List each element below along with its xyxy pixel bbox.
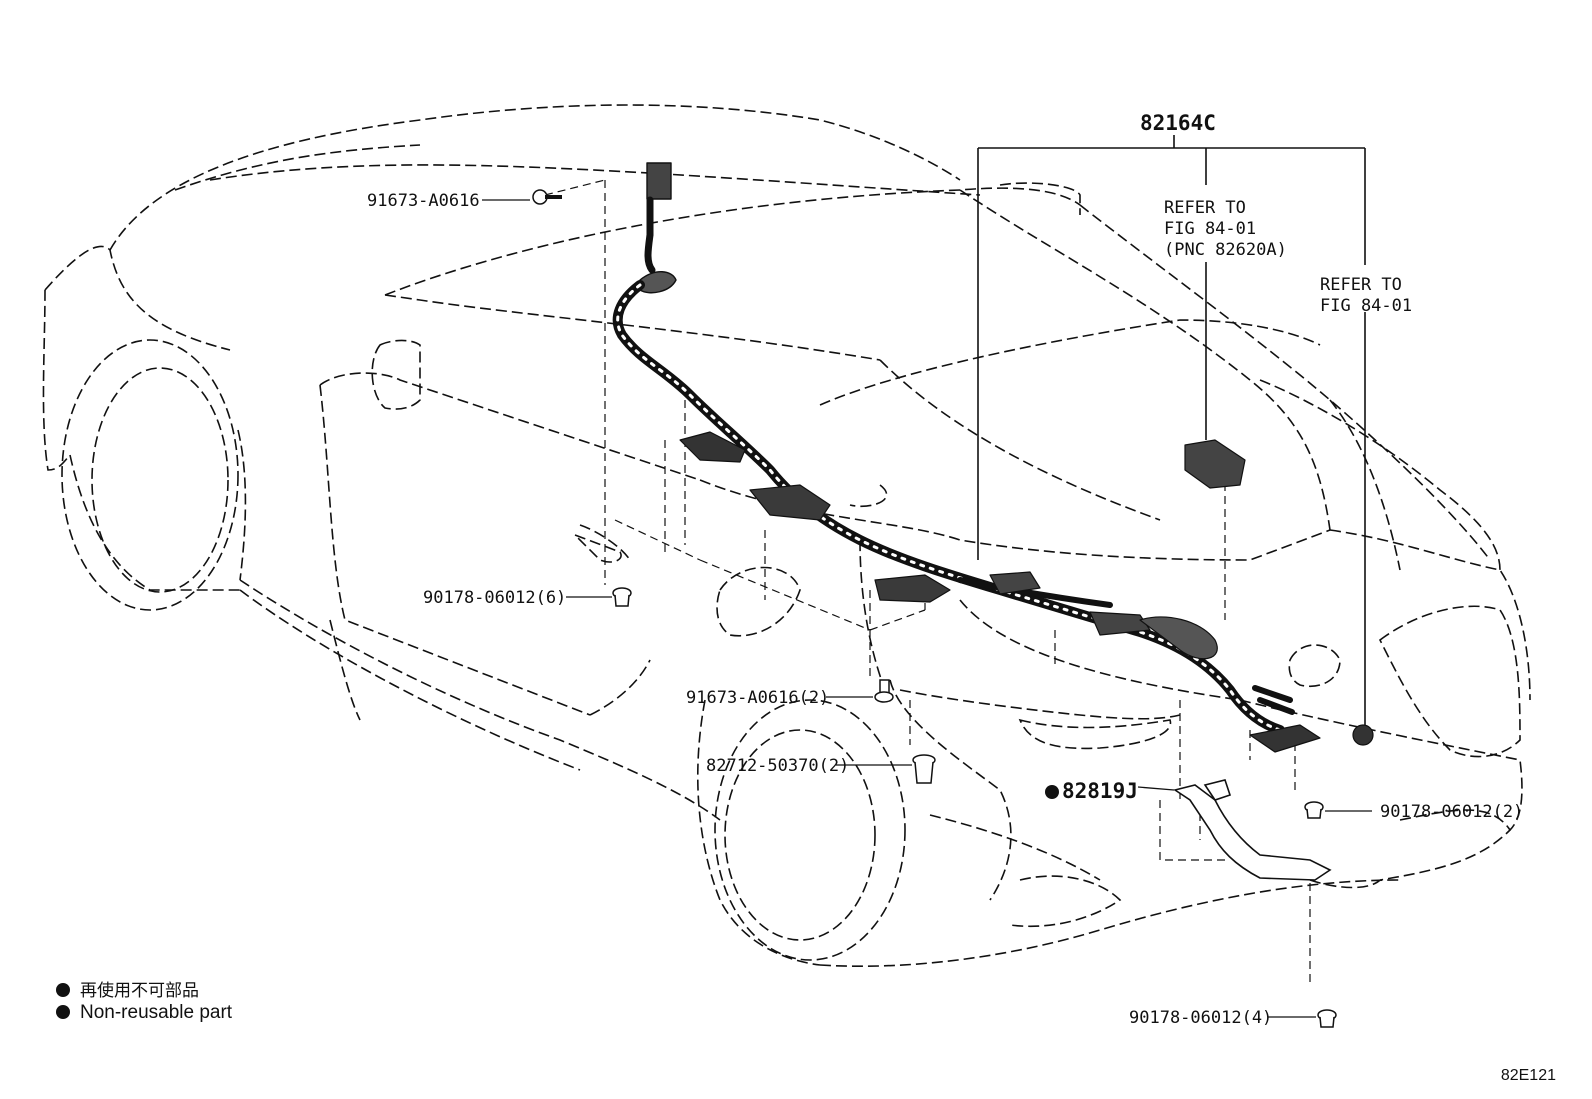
part-label-clamp: 82712-50370(2) (706, 756, 849, 776)
legend-japanese: 再使用不可部品 (56, 976, 199, 1001)
refer-note-1-line1: REFER TO (1164, 198, 1246, 218)
car-body-outline (42, 104, 1531, 968)
assembly-bracket-lines (977, 135, 1366, 725)
legend-english-text: Non-reusable part (80, 1002, 233, 1023)
alignment-lines (544, 179, 1311, 985)
part-label-bracket: 82819J (1062, 779, 1138, 803)
fasteners (532, 189, 1337, 1028)
clamp-icon (912, 754, 936, 784)
legend-japanese-text: 再使用不可部品 (80, 981, 199, 1001)
bolt-icon (874, 679, 894, 703)
legend-bullet-icon (56, 1005, 70, 1019)
bolt-icon (532, 189, 562, 205)
label-leaders (482, 199, 1372, 1018)
refer-note-2-line2: FIG 84-01 (1320, 296, 1412, 316)
legend-bullet-icon (56, 983, 70, 997)
clip-icon (612, 587, 632, 607)
part-label-clip-right: 90178-06012(2) (1380, 802, 1523, 822)
part-label-bolt-top: 91673-A0616 (367, 191, 480, 211)
assembly-part-number: 82164C (1140, 111, 1216, 135)
refer-note-1-line3: (PNC 82620A) (1164, 240, 1287, 260)
part-label-clip-bottom: 90178-06012(4) (1129, 1008, 1272, 1028)
part-label-clip-left: 90178-06012(6) (423, 588, 566, 608)
clip-icon (1317, 1009, 1337, 1028)
figure-code: 82E121 (1500, 1067, 1556, 1084)
part-label-bolt-mid: 91673-A0616(2) (686, 688, 829, 708)
bracket-82819j (1173, 779, 1332, 881)
clip-icon (1304, 801, 1324, 819)
non-reusable-marker-icon (1045, 785, 1059, 799)
wire-harness (612, 162, 1374, 753)
refer-note-1-line2: FIG 84-01 (1164, 219, 1256, 239)
refer-note-2-line1: REFER TO (1320, 275, 1402, 295)
legend-english: Non-reusable part (56, 1002, 232, 1024)
